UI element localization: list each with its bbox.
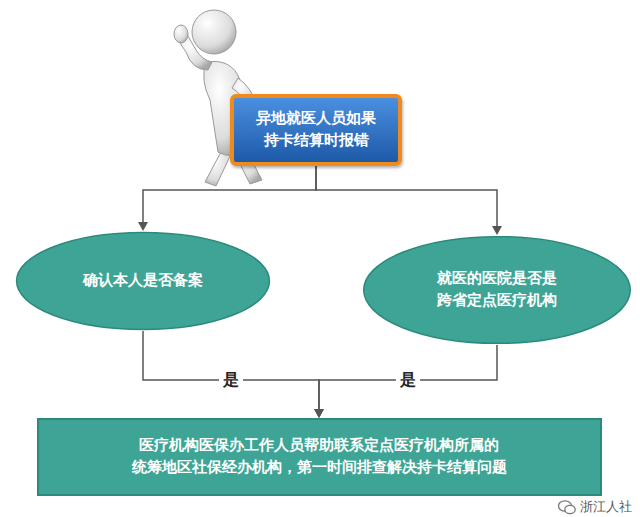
node-text: 确认本人是否备案 bbox=[83, 270, 203, 292]
decision-ellipse: 确认本人是否备案 bbox=[14, 231, 272, 331]
wechat-icon bbox=[558, 500, 576, 515]
node-text: 就医的医院是否是 跨省定点医疗机构 bbox=[435, 268, 560, 312]
flow-connector bbox=[138, 166, 316, 231]
result-box: 医疗机构医保办工作人员帮助联系定点医疗机构所属的 统筹地区社保经办机构，第一时间… bbox=[37, 418, 602, 496]
watermark: 浙江人社 bbox=[558, 498, 632, 516]
node-text: 医疗机构医保办工作人员帮助联系定点医疗机构所属的 统筹地区社保经办机构，第一时间… bbox=[130, 435, 507, 479]
watermark-text: 浙江人社 bbox=[580, 498, 632, 516]
node-text: 异地就医人员如果 持卡结算时报错 bbox=[254, 108, 379, 152]
edge-label: 是 bbox=[219, 370, 243, 389]
flow-connector bbox=[314, 345, 497, 418]
flow-connector bbox=[316, 166, 502, 235]
start-box: 异地就医人员如果 持卡结算时报错 bbox=[230, 94, 402, 166]
edge-label: 是 bbox=[396, 370, 420, 389]
decision-ellipse: 就医的医院是否是 跨省定点医疗机构 bbox=[361, 235, 633, 345]
flow-connector bbox=[143, 331, 324, 418]
ellipse-shape bbox=[361, 235, 633, 345]
